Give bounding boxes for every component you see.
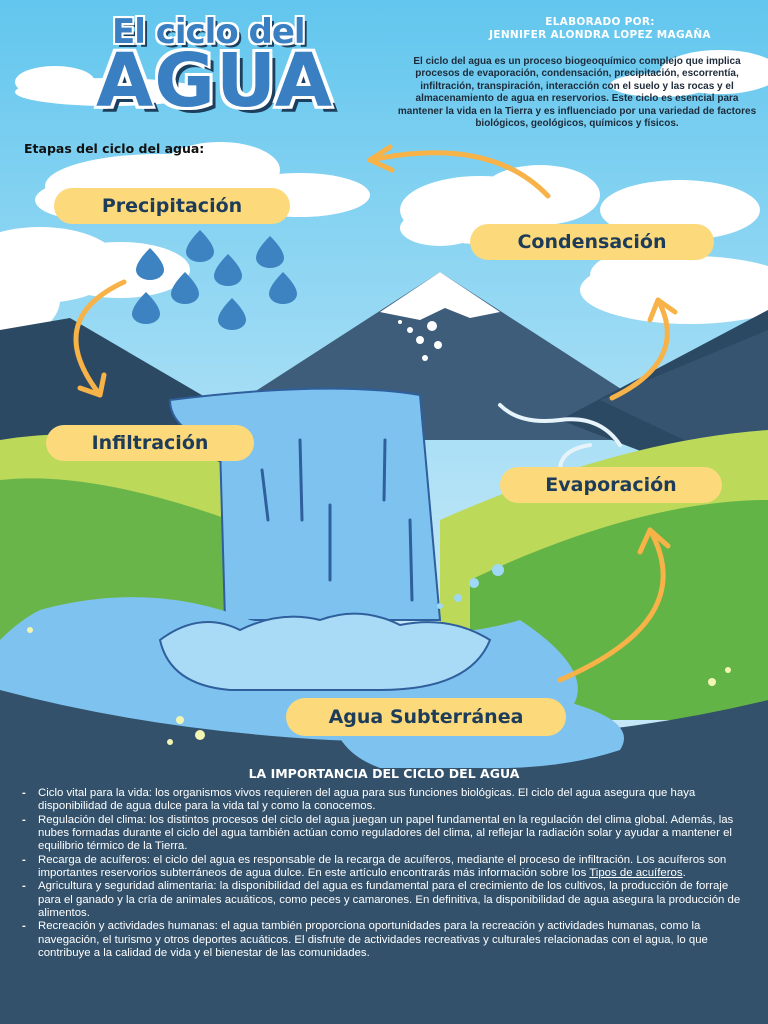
splash [158,612,492,691]
arrow-condensation-to-precipitation-head [367,144,395,173]
importance-list: Ciclo vital para la vida: los organismos… [22,787,748,960]
author-block: ELABORADO POR: JENNIFER ALONDRA LOPEZ MA… [460,16,740,42]
list-item: Recreación y actividades humanas: el agu… [22,920,748,960]
steam-swirl [498,403,622,447]
arrow-groundwater-to-evaporation-head [637,527,671,555]
rain-drop [186,230,214,262]
arrow-precipitation-to-infiltration-head [77,372,107,398]
importance-section: LA IMPORTANCIA DEL CICLO DEL AGUA Ciclo … [0,760,768,1024]
waterfall-lines [260,438,414,602]
list-item-text: Agricultura y seguridad alimentaria: la … [38,880,741,920]
arrow-precipitation-to-infiltration [73,279,127,398]
aquifer-types-link[interactable]: Tipos de acuíferos [589,867,683,880]
arrow-groundwater-to-evaporation [557,527,666,683]
rain-drop [256,236,284,268]
list-item-text: Recreación y actividades humanas: el agu… [38,920,708,960]
snow-cap [380,272,500,320]
author-label: ELABORADO POR: [545,16,655,28]
title-line-2: AGUA [96,38,334,124]
title-line-1: El ciclo del [112,12,306,52]
arrow-condensation-to-precipitation [367,150,551,199]
cloud-left-middle [0,227,190,340]
arrow-evaporation-to-condensation [609,297,670,401]
list-item-text: Ciclo vital para la vida: los organismos… [38,787,696,813]
flower-dots [27,627,731,745]
intro-paragraph: El ciclo del agua es un proceso biogeoqu… [397,56,757,129]
rain-drop [269,272,297,304]
arrow-evaporation-to-condensation-head [647,297,678,323]
author-name: JENNIFER ALONDRA LOPEZ MAGAÑA [489,29,711,42]
vapor-dots [398,320,442,361]
list-item-text: Regulación del clima: los distintos proc… [38,813,734,853]
link-suffix: . [682,867,686,880]
rain-drop [171,272,199,304]
stage-infiltracion: Infiltración [46,425,254,461]
list-item: Regulación del clima: los distintos proc… [22,813,748,854]
rain-drop [132,292,160,324]
water-dots [437,564,504,609]
cloud-top-left [15,66,205,106]
stage-precipitacion: Precipitación [54,188,290,224]
cloud-top-right [610,50,768,97]
list-item: Agricultura y seguridad alimentaria: la … [22,880,748,920]
cloud-right-lower [580,251,768,324]
list-item-text: Recarga de acuíferos: el ciclo del agua … [38,853,727,880]
stages-heading: Etapas del ciclo del agua: [24,141,205,156]
stage-condensacion: Condensación [470,224,714,260]
importance-title: LA IMPORTANCIA DEL CICLO DEL AGUA [248,766,520,781]
rain-drop [136,248,164,280]
list-item: Ciclo vital para la vida: los organismos… [22,787,748,814]
cycle-arrows [73,144,678,683]
stage-evaporacion: Evaporación [500,467,722,503]
rain-drops [132,230,297,330]
rain-drop [214,254,242,286]
list-item: Recarga de acuíferos: el ciclo del agua … [22,853,748,881]
rain-drop [218,298,246,330]
stage-agua-subterranea: Agua Subterránea [286,698,566,736]
